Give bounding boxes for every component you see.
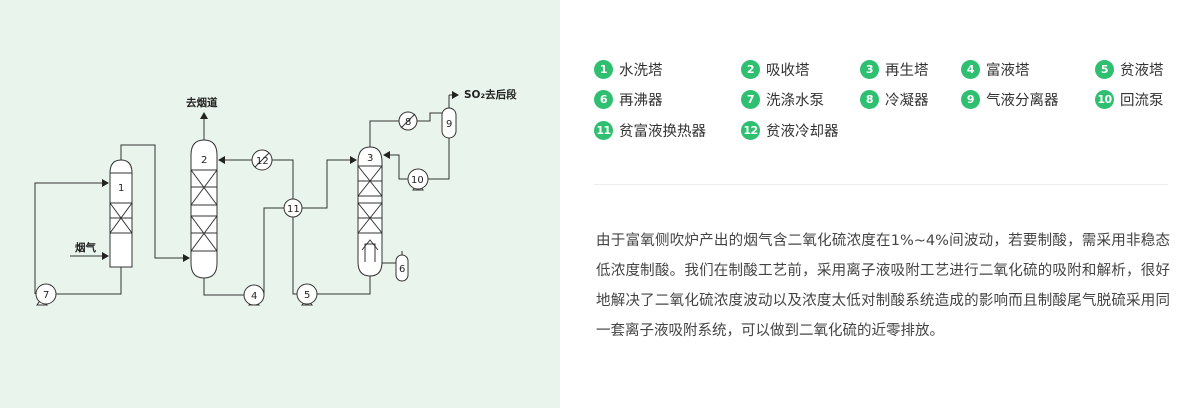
legend-label: 再生塔 (885, 62, 929, 79)
legend-item-7: 7 洗涤水泵 (741, 88, 824, 110)
node-label-3: 3 (367, 153, 373, 164)
legend-item-11: 11 贫富液换热器 (594, 119, 706, 141)
legend-label: 冷凝器 (885, 92, 929, 109)
pump-7 (35, 283, 57, 306)
diagram-panel: 1 2 3 4 5 6 7 8 9 10 11 12 去烟道 SO₂去后段 烟气 (0, 0, 560, 408)
legend-label: 富液塔 (986, 62, 1030, 79)
node-label-8: 8 (405, 117, 411, 128)
legend-number-badge: 7 (741, 89, 760, 109)
legend-label: 吸收塔 (766, 62, 810, 79)
legend-label: 气液分离器 (986, 92, 1059, 109)
legend-number-badge: 5 (1095, 59, 1114, 79)
legend-label: 贫液塔 (1120, 62, 1164, 79)
flue-gas-label: 烟气 (75, 241, 96, 254)
equipment-legend: 1 水洗塔 2 吸收塔 3 再生塔 4 富液塔 5 贫液塔 6 再沸器 7 洗涤… (594, 58, 1174, 148)
node-label-1: 1 (118, 183, 124, 194)
legend-number-badge: 11 (594, 120, 613, 140)
legend-number-badge: 4 (961, 59, 980, 79)
legend-label: 水洗塔 (619, 62, 663, 79)
legend-label: 回流泵 (1120, 92, 1164, 109)
wash-tower-1 (109, 159, 133, 268)
legend-item-10: 10 回流泵 (1095, 88, 1164, 110)
heat-exchanger-11 (283, 198, 303, 218)
so2-output-label: SO₂去后段 (464, 88, 517, 101)
reboiler-6 (382, 251, 409, 282)
process-description: 由于富氧侧吹炉产出的烟气含二氧化硫浓度在1%~4%间波动，若要制酸，需采用非稳态… (596, 233, 1170, 339)
legend-label: 贫液冷却器 (766, 123, 839, 140)
pump-5 (296, 283, 318, 306)
legend-number-badge: 3 (860, 59, 879, 79)
node-label-5: 5 (304, 290, 310, 301)
legend-label: 再沸器 (619, 92, 663, 109)
legend-item-6: 6 再沸器 (594, 88, 663, 110)
pump-4 (243, 284, 265, 306)
regenerator-tower-3 (357, 146, 383, 277)
legend-item-2: 2 吸收塔 (741, 58, 810, 80)
pump-10 (407, 168, 429, 191)
legend-label: 洗涤水泵 (766, 92, 824, 109)
node-label-12: 12 (256, 156, 269, 167)
node-label-7: 7 (43, 290, 49, 301)
legend-number-badge: 6 (594, 89, 613, 109)
legend-number-badge: 8 (860, 89, 879, 109)
absorber-tower-2 (190, 139, 218, 279)
legend-item-8: 8 冷凝器 (860, 88, 929, 110)
legend-item-12: 12 贫液冷却器 (741, 119, 839, 141)
divider (594, 184, 1168, 185)
info-panel: 1 水洗塔 2 吸收塔 3 再生塔 4 富液塔 5 贫液塔 6 再沸器 7 洗涤… (560, 0, 1200, 408)
legend-label: 贫富液换热器 (619, 123, 706, 140)
node-label-9: 9 (446, 119, 452, 130)
legend-item-3: 3 再生塔 (860, 58, 929, 80)
legend-number-badge: 9 (961, 89, 980, 109)
legend-item-5: 5 贫液塔 (1095, 58, 1164, 80)
node-label-6: 6 (399, 264, 405, 275)
legend-item-1: 1 水洗塔 (594, 58, 663, 80)
legend-number-badge: 1 (594, 59, 613, 79)
exhaust-label: 去烟道 (186, 96, 218, 109)
legend-number-badge: 10 (1095, 89, 1114, 109)
legend-item-9: 9 气液分离器 (961, 88, 1059, 110)
process-flow-diagram: 1 2 3 4 5 6 7 8 9 10 11 12 去烟道 SO₂去后段 烟气 (34, 88, 517, 306)
node-label-4: 4 (251, 291, 257, 302)
node-label-11: 11 (287, 204, 300, 215)
legend-item-4: 4 富液塔 (961, 58, 1030, 80)
legend-number-badge: 2 (741, 59, 760, 79)
node-label-10: 10 (411, 175, 424, 186)
node-label-2: 2 (201, 155, 207, 166)
legend-number-badge: 12 (741, 120, 760, 140)
